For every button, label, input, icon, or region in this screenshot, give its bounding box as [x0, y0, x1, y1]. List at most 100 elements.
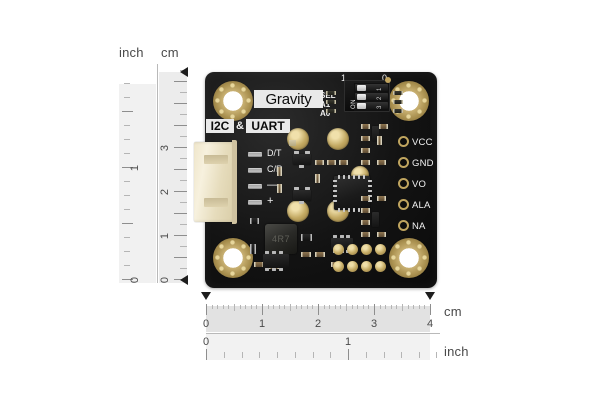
- hruler-inch-tick-minor: [330, 352, 331, 358]
- connector-pin: [248, 200, 262, 205]
- pad-label-vcc: VCC: [412, 137, 433, 148]
- pad-label-gnd: GND: [412, 158, 434, 169]
- smd-resistor: [315, 174, 320, 183]
- vruler-cm-tick-minor: [180, 114, 187, 115]
- mounting-hole-bottom-left: [213, 238, 253, 278]
- pad-na[interactable]: [398, 220, 409, 231]
- silk-marker-dot: [385, 77, 391, 83]
- hruler-inch-tick-minor: [419, 352, 420, 358]
- smd-resistor: [393, 91, 403, 95]
- dip-state-high-label: 1: [341, 73, 347, 83]
- smd-capacitor: [361, 124, 370, 129]
- hruler-cm-tick-minor: [256, 305, 257, 309]
- connector-label-cr: C/R: [267, 164, 283, 174]
- vertical-ruler-cm-band: [159, 72, 187, 283]
- qfn-ic: [332, 174, 372, 212]
- inductor-marking: 4R7: [271, 234, 290, 244]
- pad-gnd[interactable]: [398, 157, 409, 168]
- hruler-inch-band: [206, 334, 430, 360]
- hruler-cm-tick-minor: [279, 305, 280, 309]
- bottom-pad[interactable]: [375, 261, 386, 272]
- hruler-cm-tick-minor: [363, 305, 364, 309]
- hruler-cm-tick-minor: [391, 305, 392, 309]
- vruler-cm-tick-major: [174, 213, 187, 214]
- hruler-inch-tick-minor: [224, 352, 225, 358]
- dip-switch[interactable]: ON 1 2 3: [344, 80, 390, 112]
- hruler-cm-tick-minor: [329, 305, 330, 309]
- vruler-cm-tick-minor: [180, 158, 187, 159]
- bottom-pad[interactable]: [333, 244, 344, 255]
- hruler-cm-tick-minor: [408, 305, 409, 309]
- hruler-inch-tick-major: [206, 349, 207, 360]
- vruler-cm-label-2: 2: [159, 188, 172, 196]
- vertical-ruler-marker-top: [180, 67, 188, 77]
- sot-transistor: [293, 187, 311, 204]
- vruler-inch-tick-minor: [124, 181, 130, 182]
- smd-capacitor: [377, 232, 386, 237]
- smd-resistor: [326, 109, 336, 113]
- pad-vo[interactable]: [398, 178, 409, 189]
- hruler-cm-label-1: 1: [259, 318, 266, 330]
- hruler-cm-tick-minor: [419, 305, 420, 309]
- vruler-inch-tick-major: [122, 279, 133, 280]
- hruler-cm-tick-minor: [335, 305, 336, 309]
- vruler-cm-tick-minor: [180, 180, 187, 181]
- hruler-cm-tick-minor: [240, 305, 241, 309]
- smd-resistor: [393, 109, 403, 113]
- brand-label: Gravity: [254, 90, 323, 108]
- interface-label-i2c: I2C: [206, 119, 234, 133]
- hruler-cm-tick-minor: [212, 305, 213, 309]
- hruler-inch-tick-minor: [313, 352, 314, 358]
- vruler-inch-label-0: 0: [129, 276, 142, 284]
- hruler-cm-tick-major: [374, 304, 375, 315]
- vruler-inch-label-1: 1: [129, 164, 142, 172]
- bottom-pad[interactable]: [361, 261, 372, 272]
- hruler-inch-tick-major: [348, 349, 349, 360]
- hruler-cm-tick-minor: [284, 305, 285, 309]
- hruler-cm-tick-major: [262, 304, 263, 315]
- dip-state-low-label: 0: [382, 74, 387, 83]
- vruler-inch-tick-major: [122, 223, 133, 224]
- smd-resistor: [393, 100, 403, 104]
- bottom-pad[interactable]: [347, 244, 358, 255]
- vruler-cm-tick-minor: [180, 224, 187, 225]
- pad-ala[interactable]: [398, 199, 409, 210]
- smd-capacitor: [361, 232, 370, 237]
- vruler-inch-tick-minor: [124, 265, 130, 266]
- hruler-cm-tick-minor: [301, 305, 302, 309]
- smd-diode: [250, 244, 256, 254]
- vruler-inch-tick-minor: [124, 195, 130, 196]
- smd-capacitor: [379, 124, 388, 129]
- smd-capacitor: [361, 136, 370, 141]
- pad-vcc[interactable]: [398, 136, 409, 147]
- sot-transistor: [372, 126, 379, 141]
- smd-capacitor: [315, 252, 325, 257]
- vruler-inch-tick-minor: [124, 237, 130, 238]
- hruler-inch-tick-minor: [436, 352, 437, 358]
- hruler-cm-tick-minor: [296, 305, 297, 309]
- hruler-inch-tick-minor: [384, 352, 385, 358]
- vruler-cm-tick-major: [174, 103, 187, 104]
- bottom-pad[interactable]: [347, 261, 358, 272]
- jst-connector[interactable]: [194, 140, 237, 224]
- vruler-cm-tick-major: [174, 235, 187, 236]
- smd-capacitor: [301, 252, 311, 257]
- vruler-cm-tick-major: [174, 125, 187, 126]
- hruler-cm-tick-minor: [228, 305, 229, 309]
- bottom-pad[interactable]: [375, 244, 386, 255]
- smd-capacitor: [377, 160, 386, 165]
- pad-label-na: NA: [412, 221, 426, 232]
- vruler-inch-tick-minor: [124, 153, 130, 154]
- hruler-inch-tick-minor: [259, 352, 260, 358]
- hruler-inch-tick-minor: [242, 352, 243, 358]
- bottom-pad[interactable]: [361, 244, 372, 255]
- vruler-cm-tick-minor: [180, 92, 187, 93]
- smd-capacitor: [377, 196, 386, 201]
- hruler-cm-tick-minor: [245, 305, 246, 309]
- smd-diode: [301, 234, 312, 241]
- hruler-cm-tick-half: [234, 304, 235, 311]
- hruler-cm-label-0: 0: [203, 318, 210, 330]
- bottom-pad[interactable]: [333, 261, 344, 272]
- power-inductor: 4R7: [265, 224, 297, 254]
- vruler-cm-tick-major: [174, 257, 187, 258]
